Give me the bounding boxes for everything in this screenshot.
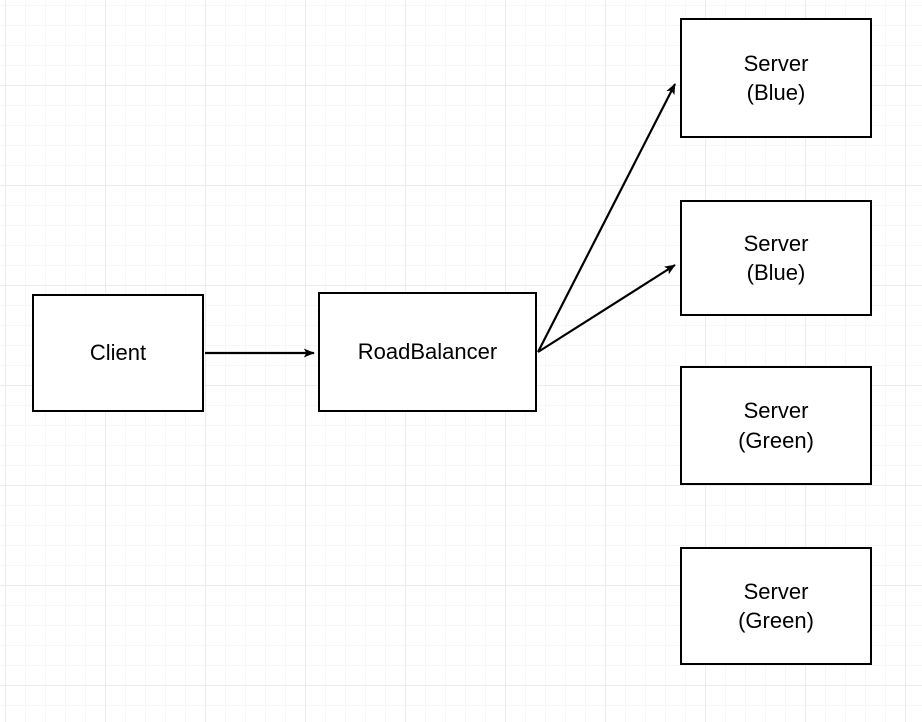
edge-roadbalancer-to-server-blue-1[interactable]: [537, 83, 676, 353]
node-server-blue-2[interactable]: Server (Blue): [680, 200, 872, 316]
node-roadbalancer[interactable]: RoadBalancer: [318, 292, 537, 412]
node-server-green-1[interactable]: Server (Green): [680, 366, 872, 485]
node-server-green-1-label: Server (Green): [738, 398, 814, 453]
node-server-blue-1-label: Server (Blue): [743, 50, 809, 105]
node-server-green-2[interactable]: Server (Green): [680, 547, 872, 665]
node-server-green-2-label: Server (Green): [738, 578, 814, 633]
edge-roadbalancer-to-server-blue-2[interactable]: [537, 264, 676, 353]
node-client-label: Client: [89, 340, 147, 366]
node-server-blue-1[interactable]: Server (Blue): [680, 18, 872, 138]
node-client[interactable]: Client: [32, 294, 204, 412]
node-server-blue-2-label: Server (Blue): [743, 230, 809, 285]
node-roadbalancer-label: RoadBalancer: [357, 339, 498, 365]
